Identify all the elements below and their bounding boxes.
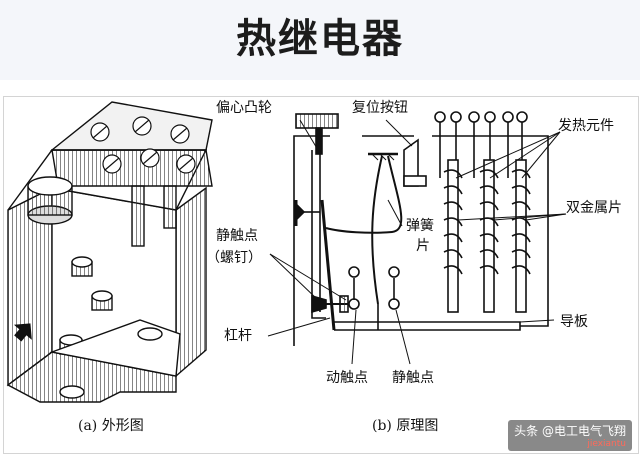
label-static-contact-screw-2: （螺钉） bbox=[206, 250, 262, 266]
static-contact-dot bbox=[388, 298, 400, 310]
label-guide-plate: 导板 bbox=[560, 314, 588, 330]
watermark-sub: jiexiantu bbox=[587, 439, 626, 449]
schematic-drawing bbox=[267, 111, 567, 365]
spring-blade-shape bbox=[325, 155, 403, 234]
guide-plate-shape bbox=[334, 321, 521, 331]
page-title: 热继电器 bbox=[236, 16, 404, 62]
label-reset-button: 复位按钮 bbox=[352, 99, 408, 116]
static-contact-screw-shape bbox=[311, 294, 327, 314]
relay-right-face bbox=[175, 186, 207, 378]
title-band bbox=[0, 0, 640, 80]
label-lever: 杠杆 bbox=[224, 328, 252, 344]
label-static-contact-screw-1: 静触点 bbox=[216, 228, 258, 244]
lever-shape bbox=[320, 199, 336, 331]
watermark: 头条 @电工电气飞翔 jiexiantu bbox=[508, 420, 632, 451]
watermark-main: 头条 @电工电气飞翔 bbox=[514, 424, 626, 438]
eccentric-cam-shape bbox=[295, 113, 339, 129]
caption-schematic: (b) 原理图 bbox=[372, 418, 438, 434]
adjust-knob bbox=[27, 176, 73, 225]
terminal-screws bbox=[90, 116, 196, 174]
caption-external: (a) 外形图 bbox=[78, 418, 144, 434]
external-view-drawing bbox=[6, 101, 213, 403]
label-moving-contact: 动触点 bbox=[326, 370, 368, 386]
moving-contact-dot bbox=[348, 298, 360, 310]
terminal-leads bbox=[434, 111, 528, 178]
label-eccentric-cam: 偏心凸轮 bbox=[216, 100, 272, 116]
label-bimetal: 双金属片 bbox=[566, 200, 622, 216]
label-static-contact: 静触点 bbox=[392, 370, 434, 386]
label-spring-2: 片 bbox=[416, 238, 430, 254]
heating-elements bbox=[443, 159, 531, 313]
leader-lines bbox=[267, 119, 567, 365]
label-spring-1: 弹簧 bbox=[406, 218, 434, 234]
label-heating-element: 发热元件 bbox=[558, 118, 614, 134]
